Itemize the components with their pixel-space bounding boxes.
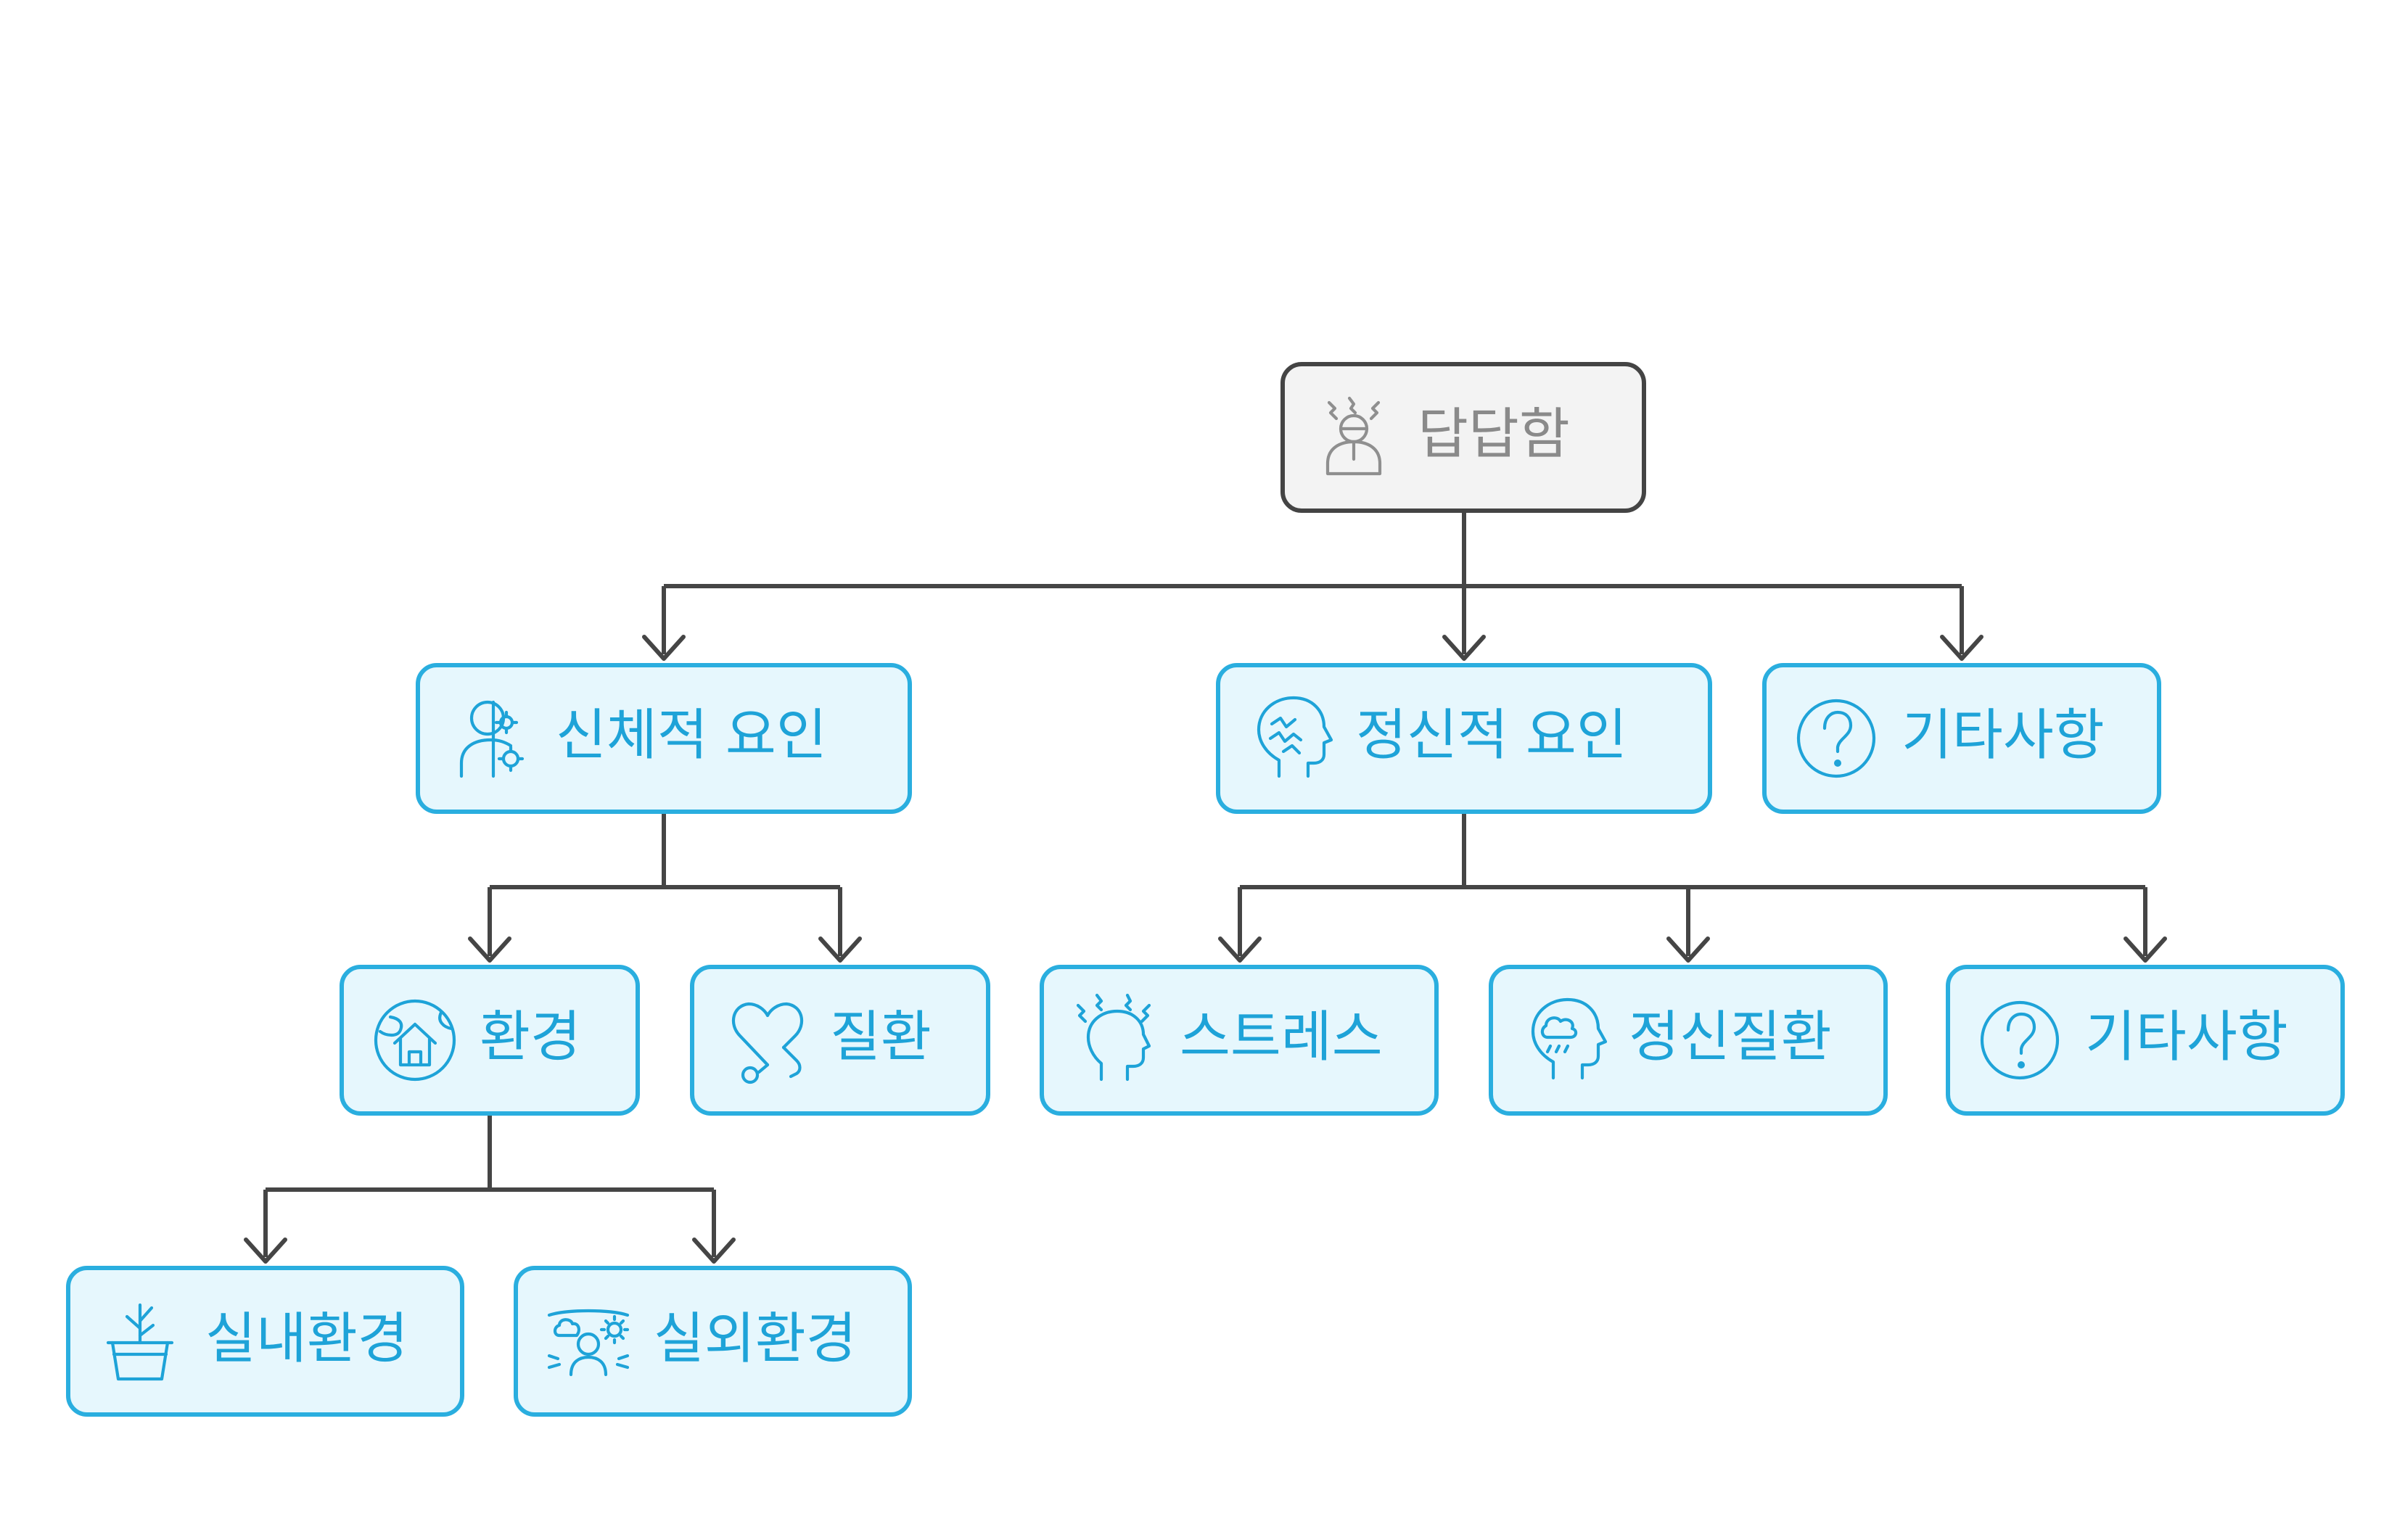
connector-physical-to-children: [488, 812, 842, 956]
node-root-label: 답답함: [1418, 402, 1570, 466]
node-indoor-environment[interactable]: 실내환경: [66, 1266, 464, 1417]
node-outdoor-environment-label: 실외환경: [654, 1306, 857, 1371]
node-mental-illness-label: 정신질환: [1629, 1005, 1832, 1069]
arrowhead: [818, 936, 862, 963]
node-outdoor-environment[interactable]: 실외환경: [514, 1266, 912, 1417]
house-globe-icon: [374, 999, 456, 1082]
node-other-2[interactable]: 기타사항: [1946, 965, 2345, 1116]
connectors: [244, 511, 2167, 1264]
node-other-1-label: 기타사항: [1902, 703, 2105, 767]
person-gear-icon: [459, 700, 525, 778]
brain-head-icon: [1257, 696, 1333, 778]
head-cloud-icon: [1531, 997, 1608, 1080]
node-other-1[interactable]: 기타사항: [1762, 663, 2161, 814]
potted-plant-icon: [106, 1303, 174, 1381]
node-physical-factors-label: 신체적 요인: [556, 703, 827, 767]
person-weather-icon: [547, 1309, 630, 1377]
node-mental-factors[interactable]: 정신적 요인: [1216, 663, 1712, 814]
arrowhead: [1442, 635, 1486, 661]
arrowhead: [1940, 635, 1983, 661]
arrowhead: [642, 635, 686, 661]
node-root[interactable]: 답답함: [1280, 362, 1646, 513]
node-other-2-label: 기타사항: [2085, 1005, 2288, 1069]
connector-environment-to-children: [263, 1113, 716, 1257]
node-stress[interactable]: 스트레스: [1040, 965, 1439, 1116]
node-disease[interactable]: 질환: [690, 965, 990, 1116]
arrowhead: [2124, 936, 2167, 963]
node-stress-label: 스트레스: [1180, 1005, 1383, 1069]
node-environment-label: 환경: [480, 1005, 581, 1069]
connector-mental-to-children: [1238, 812, 2147, 956]
head-stress-icon: [1076, 993, 1151, 1082]
stressed-person-icon: [1325, 396, 1382, 476]
node-mental-factors-label: 정신적 요인: [1356, 703, 1627, 767]
arrowhead: [244, 1238, 287, 1264]
node-mental-illness[interactable]: 정신질환: [1489, 965, 1888, 1116]
question-circle-icon: [1796, 699, 1876, 778]
node-physical-factors[interactable]: 신체적 요인: [416, 663, 912, 814]
arrowhead: [468, 936, 511, 963]
arrowhead: [1666, 936, 1710, 963]
question-circle-icon: [1980, 1000, 2060, 1080]
node-indoor-environment-label: 실내환경: [205, 1306, 408, 1371]
heart-stethoscope-icon: [732, 1002, 803, 1084]
connector-root-to-level1: [662, 511, 1964, 654]
arrowhead: [1218, 936, 1262, 963]
arrowhead: [692, 1238, 736, 1264]
node-environment[interactable]: 환경: [340, 965, 640, 1116]
node-disease-label: 질환: [830, 1005, 932, 1069]
